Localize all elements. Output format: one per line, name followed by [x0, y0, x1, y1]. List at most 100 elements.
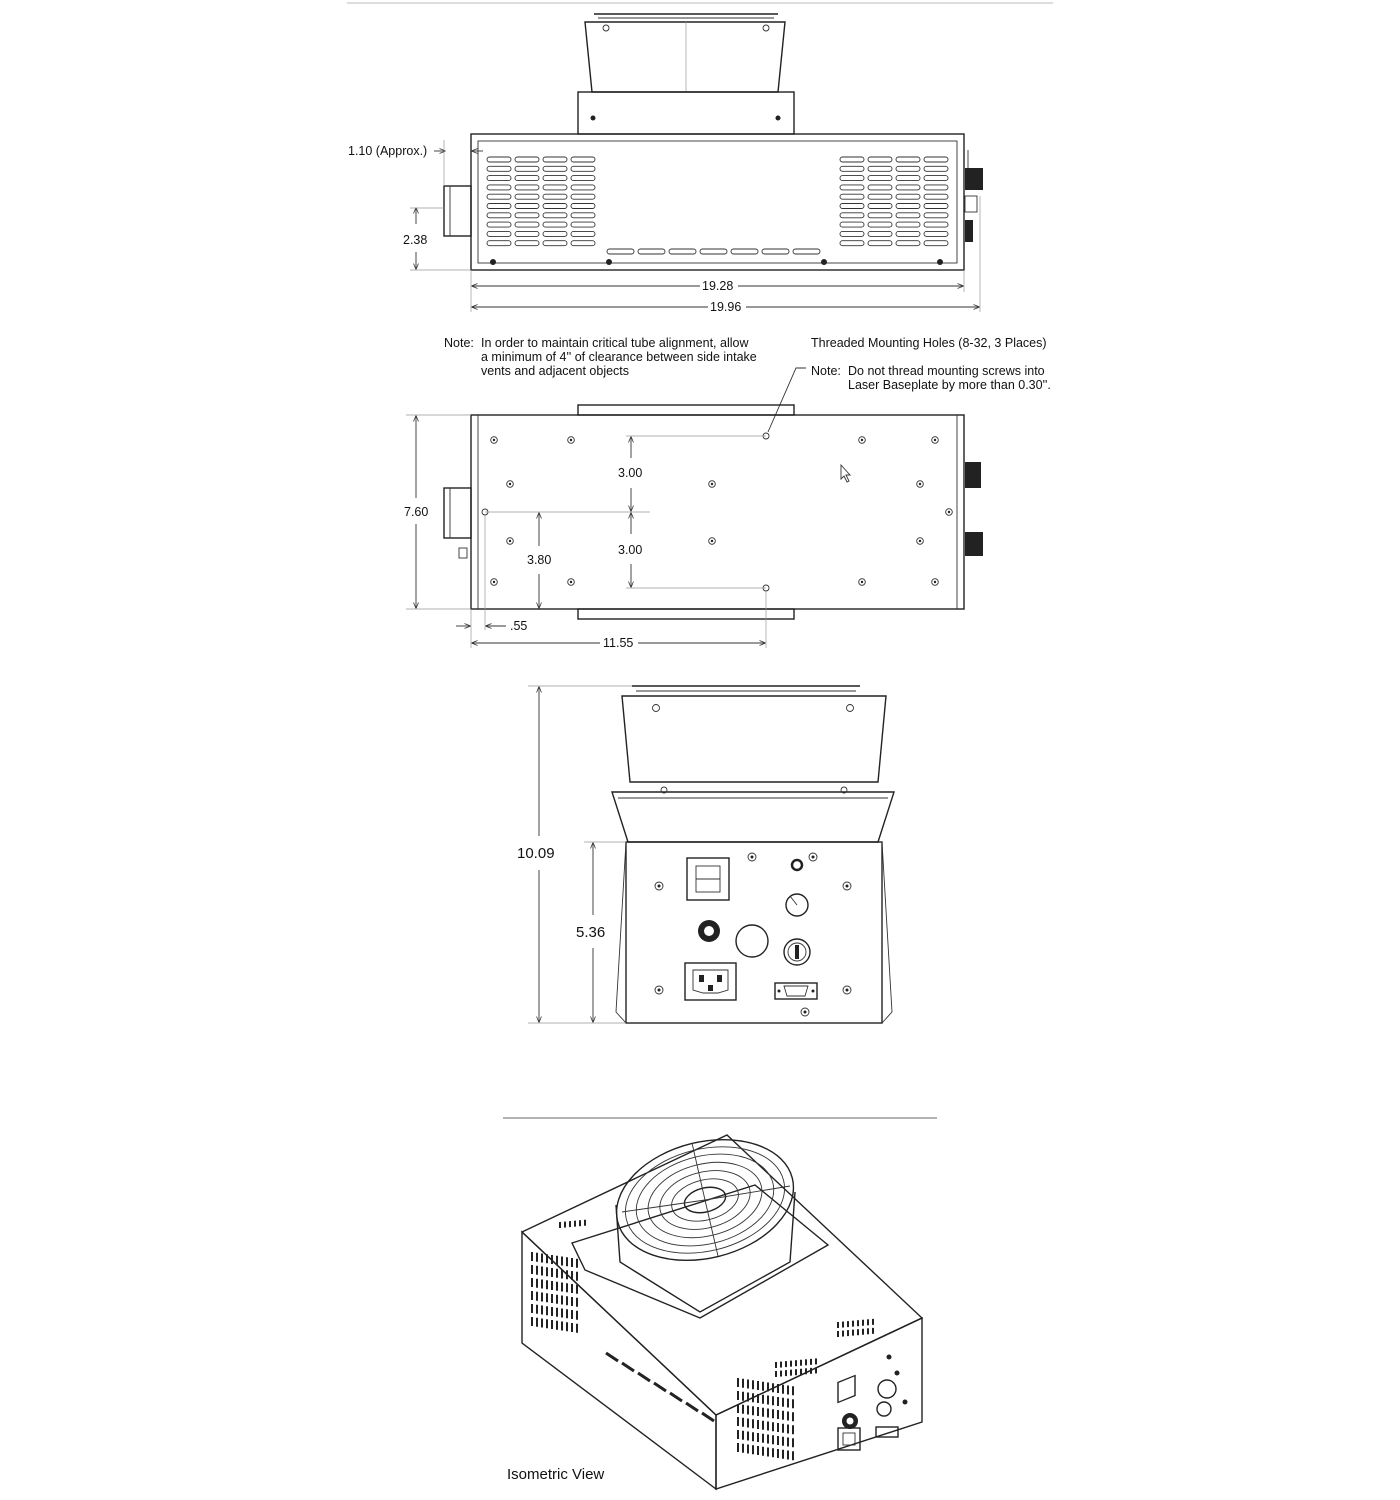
screw — [800, 1007, 810, 1017]
screw-center — [657, 988, 661, 992]
vent-slot — [730, 248, 759, 255]
vent-slot — [570, 230, 596, 237]
vent-slot — [668, 248, 697, 255]
vent-slot — [542, 230, 568, 237]
vent-slot — [542, 212, 568, 219]
screw — [808, 852, 818, 862]
vent-slot — [570, 156, 596, 163]
side-connectors — [964, 150, 983, 242]
screw — [654, 881, 664, 891]
vent-slot — [923, 230, 949, 237]
screw-center — [657, 884, 661, 888]
iso-key-switch — [876, 1401, 892, 1417]
vent-slot — [895, 184, 921, 191]
side-view: 1.10 (Approx.) 2.38 19.28 19.96 — [348, 13, 983, 314]
dim-total-length-label: 19.96 — [710, 300, 741, 314]
vent-slot — [514, 221, 540, 228]
vent-slot — [867, 240, 893, 247]
screw — [708, 480, 716, 488]
vent-slot — [605, 1351, 619, 1363]
screw — [567, 436, 575, 444]
vent-slot — [839, 230, 865, 237]
vent-slot — [542, 165, 568, 172]
bottom-screws — [490, 436, 953, 586]
blank-port — [735, 924, 769, 958]
iso-fan — [615, 1138, 796, 1313]
vent-slot — [895, 203, 921, 209]
screw — [747, 852, 757, 862]
vent-slot — [895, 165, 921, 172]
vent-slot — [653, 1381, 667, 1393]
vent-slot — [570, 221, 596, 228]
vent-slot — [839, 156, 865, 163]
screw — [490, 436, 498, 444]
screw — [858, 436, 866, 444]
mounting-note-line1: Do not thread mounting screws into — [848, 364, 1045, 378]
vent-slot — [761, 248, 790, 255]
screw-center — [803, 1010, 807, 1014]
screw — [490, 578, 498, 586]
control-knob — [785, 893, 809, 917]
vent-slot — [923, 165, 949, 172]
end-screws — [654, 852, 852, 1017]
vent-slot — [839, 212, 865, 219]
vent-slot — [699, 248, 728, 255]
vent-slot — [570, 193, 596, 200]
vent-slot — [867, 156, 893, 163]
screw — [916, 480, 924, 488]
screw-center — [860, 438, 864, 442]
vent-slot — [486, 212, 512, 219]
key-switch — [783, 938, 811, 966]
db9-connector — [774, 982, 818, 1000]
screw-center — [918, 539, 922, 543]
side-vents-bottom — [606, 248, 821, 255]
vent-slot — [867, 165, 893, 172]
vent-slot — [669, 1391, 683, 1403]
vent-slot — [542, 240, 568, 247]
vent-slot — [923, 221, 949, 228]
screw-center — [933, 580, 937, 584]
mounting-note-leader — [767, 367, 806, 433]
vent-slot — [621, 1361, 635, 1373]
dim-hole-spacing-upper-label: 3.00 — [618, 466, 642, 480]
vent-slot — [923, 175, 949, 182]
iso-db9 — [875, 1426, 899, 1438]
screw-center — [508, 539, 512, 543]
vent-slot — [839, 193, 865, 200]
screw-center — [569, 438, 573, 442]
vent-slot — [923, 184, 949, 191]
clearance-note-line3: vents and adjacent objects — [481, 364, 629, 378]
vent-slot — [923, 240, 949, 247]
vent-slot — [839, 165, 865, 172]
bottom-view: 7.60 3.00 3.00 3.80 .55 11.55 — [404, 404, 983, 650]
vent-slot — [514, 165, 540, 172]
screw — [931, 436, 939, 444]
notes: Note: In order to maintain critical tube… — [444, 336, 1051, 433]
screw — [842, 985, 852, 995]
isometric-caption: Isometric View — [507, 1466, 604, 1483]
vent-slot — [542, 203, 568, 209]
screw-center — [918, 482, 922, 486]
side-chassis — [470, 133, 965, 271]
vent-slot — [486, 156, 512, 163]
vent-slot — [514, 156, 540, 163]
screw-center — [710, 482, 714, 486]
end-view: 10.09 5.36 — [517, 685, 895, 1024]
clearance-note-prefix: Note: — [444, 336, 474, 350]
clearance-note-line1: In order to maintain critical tube align… — [481, 336, 749, 350]
power-inlet — [684, 962, 737, 1001]
dim-offset-label: 1.10 (Approx.) — [348, 144, 427, 158]
screw-center — [845, 884, 849, 888]
side-vents-right — [839, 156, 949, 247]
isometric-view: Isometric View — [507, 1134, 924, 1491]
vent-slot — [486, 193, 512, 200]
vent-slot — [542, 221, 568, 228]
screw-center — [569, 580, 573, 584]
vent-slot — [570, 165, 596, 172]
mounting-note-line2: Laser Baseplate by more than 0.30''. — [848, 378, 1051, 392]
screw — [506, 480, 514, 488]
end-fan-bracket — [611, 791, 895, 843]
vent-slot — [839, 221, 865, 228]
vent-slot — [570, 240, 596, 247]
